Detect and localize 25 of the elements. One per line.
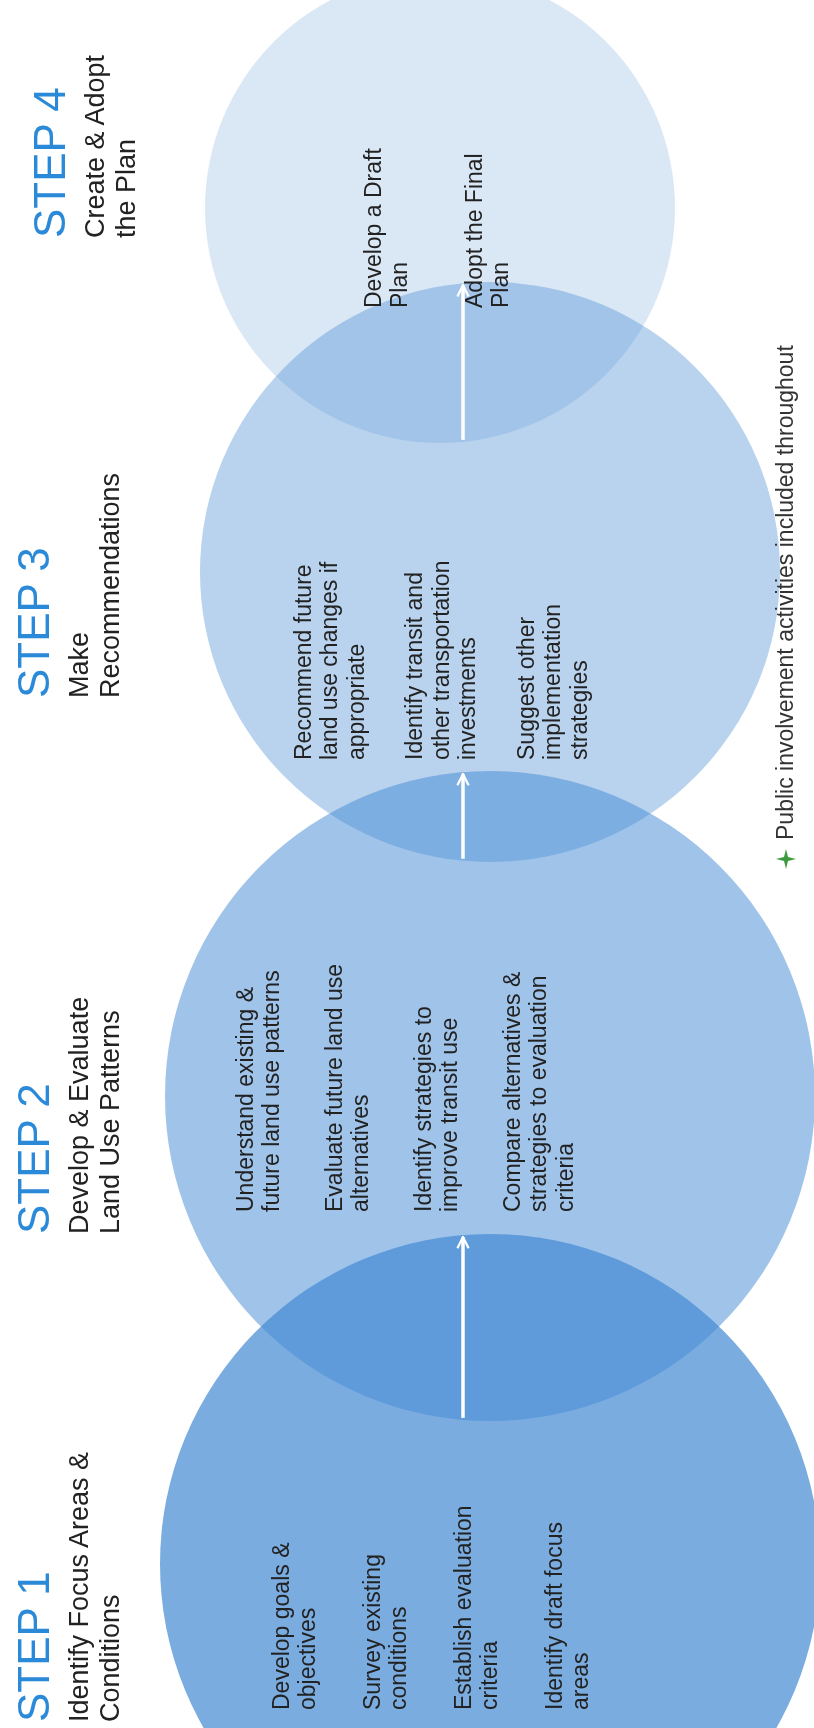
task-text: Identify draft focus areas (540, 1521, 594, 1710)
task-text: Establish evaluation criteria (449, 1504, 503, 1710)
step-heading: STEP 3 (12, 547, 56, 698)
task-text: Understand existing & future land use patterns (232, 969, 285, 1212)
arrow (456, 1236, 470, 1418)
step-title: Make Recommendations (64, 471, 127, 698)
step-heading: STEP 4 (28, 87, 72, 238)
task-text: Identify strategies to improve transit use (409, 1005, 463, 1212)
task-text: Survey existing conditions (358, 1553, 412, 1710)
task-text: Evaluate future land use alternatives (320, 962, 374, 1212)
arrow (456, 773, 470, 859)
arrow (456, 284, 470, 440)
step-title: Create & Adopt the Plan (80, 53, 143, 238)
footnote: Public involvement activities included throughout (772, 345, 799, 840)
task-text: Suggest other implementation strategies (512, 603, 592, 760)
task-text: Compare alternatives & strategies to evaluation criteria (498, 970, 578, 1212)
task-text: Develop a Draft Plan (360, 147, 413, 308)
task-text: Adopt the Final Plan (460, 152, 514, 308)
step-heading: STEP 1 (12, 1571, 56, 1722)
task-text: Recommend future land use changes if appropriate (290, 560, 370, 760)
step-title: Identify Focus Areas & Conditions (64, 1450, 127, 1722)
task-text: Identify transit and other transportation investments (401, 559, 481, 760)
step-title: Develop & Evaluate Land Use Patterns (64, 995, 127, 1234)
task-text: Develop goals & objectives (268, 1541, 321, 1710)
step-heading: STEP 2 (12, 1083, 56, 1234)
